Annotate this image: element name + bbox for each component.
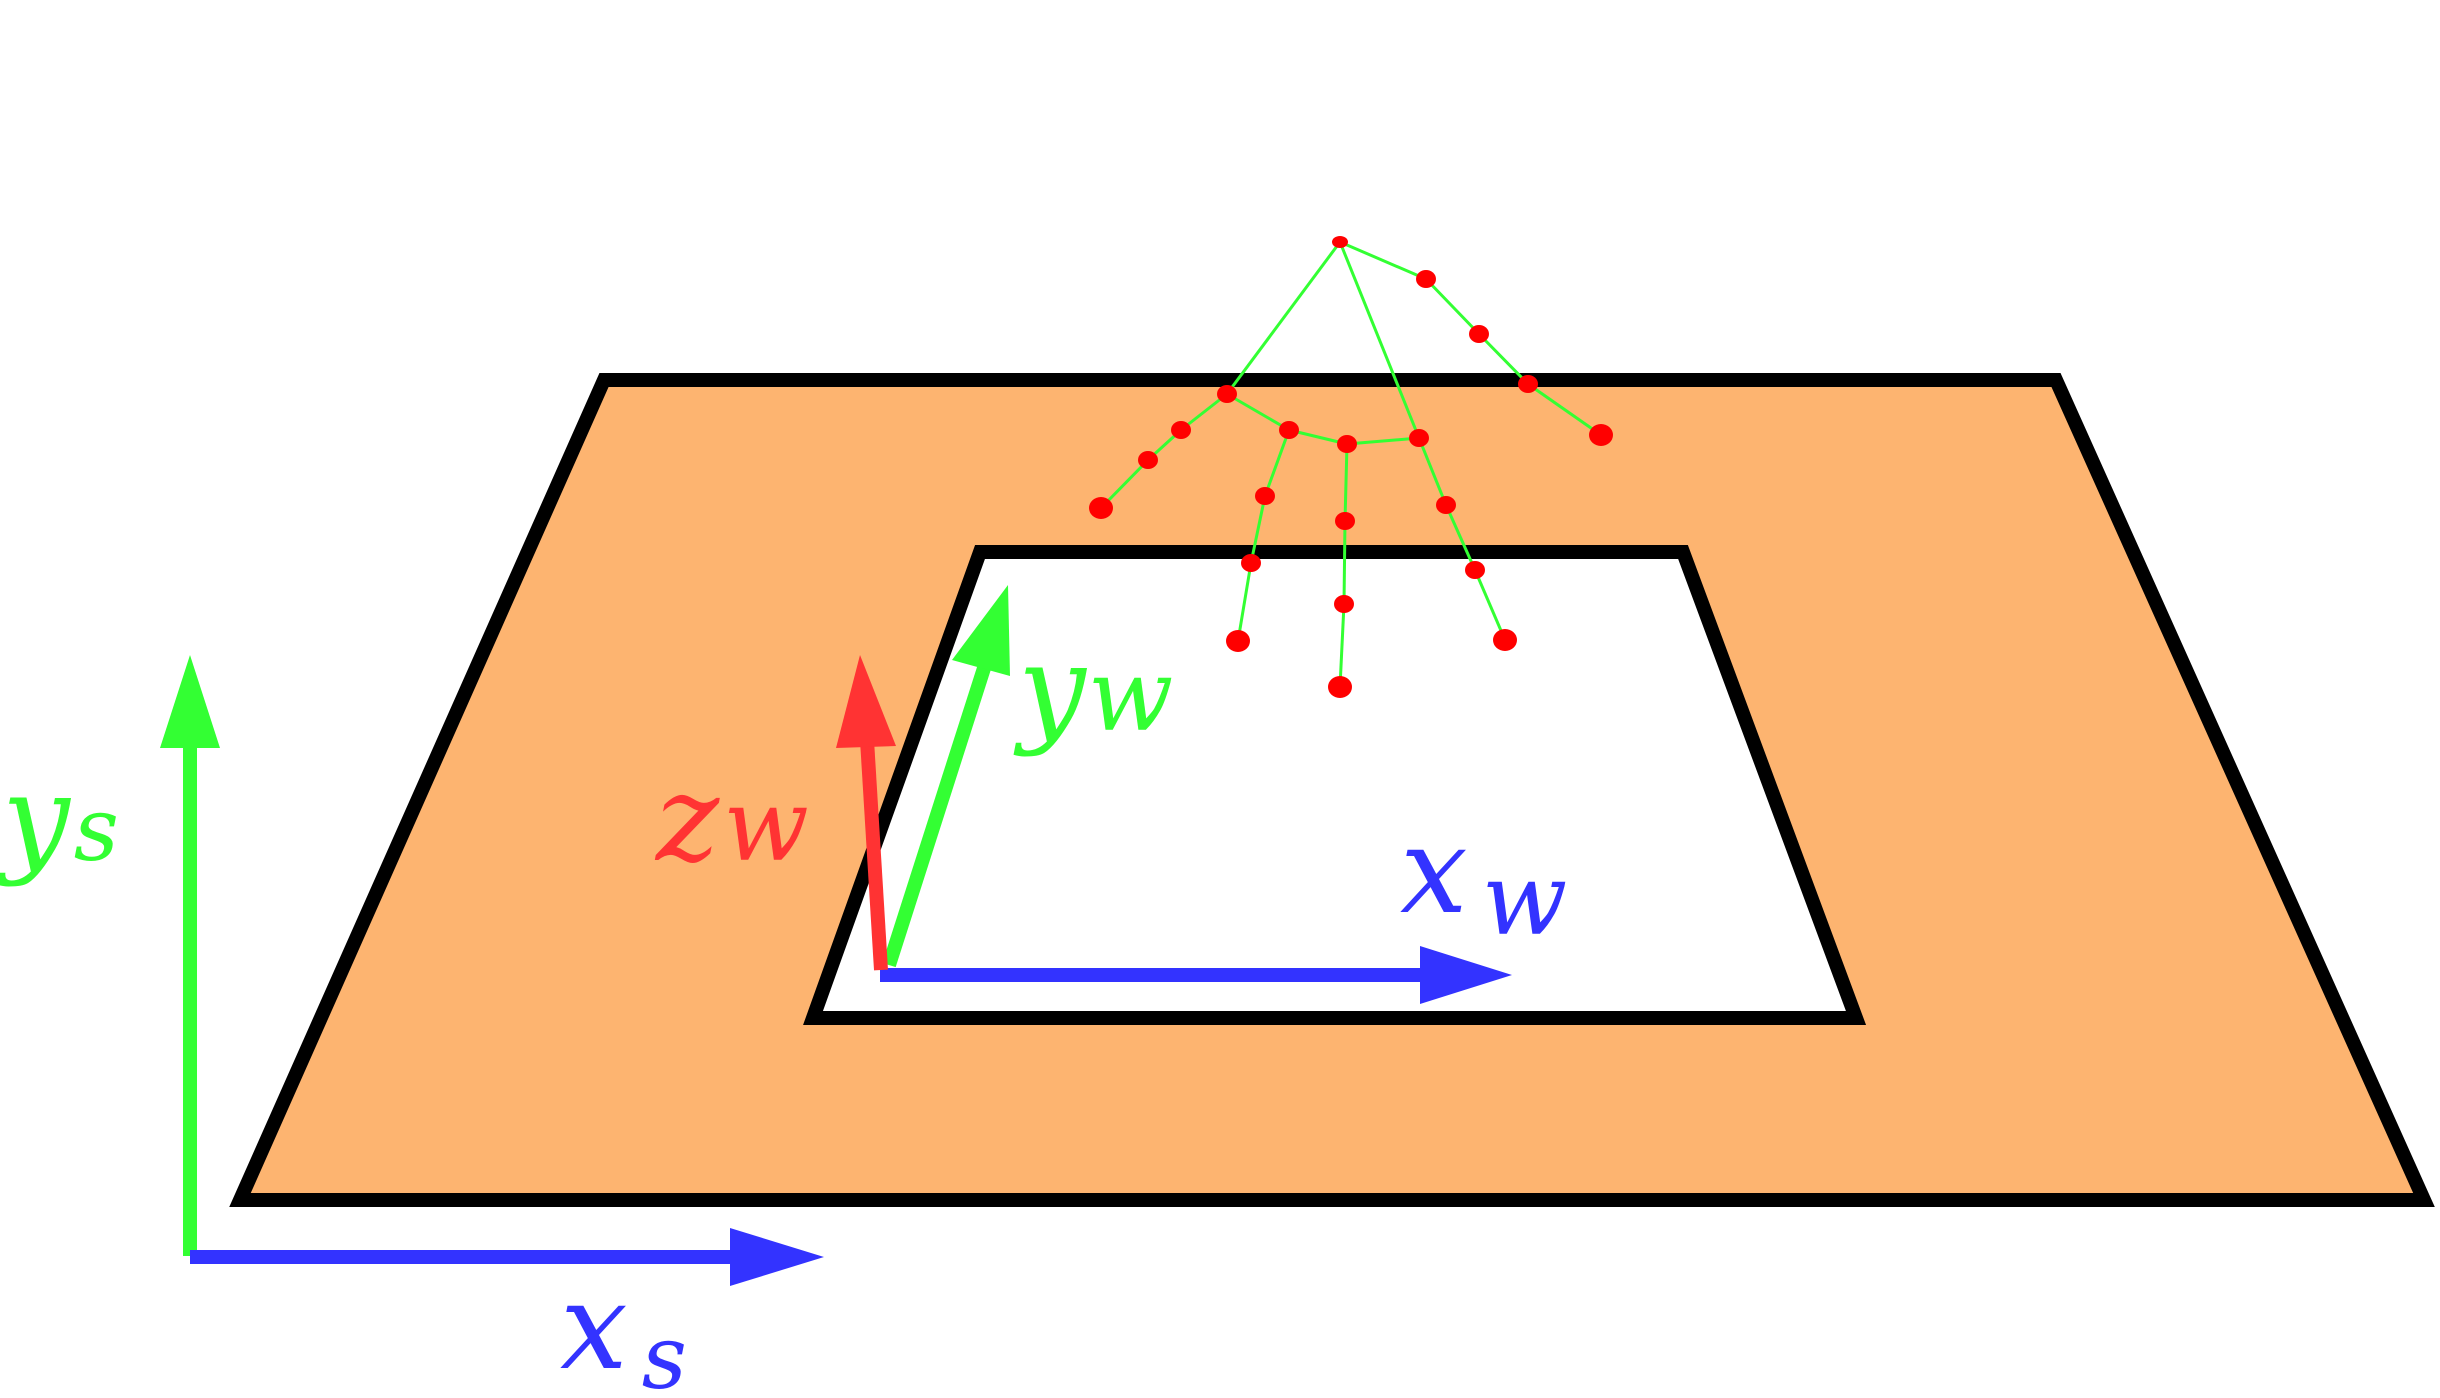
outer-plane-border xyxy=(229,373,2435,1207)
world-z-label-main: z xyxy=(654,750,720,889)
hand-joint xyxy=(1589,424,1613,446)
hand-joints xyxy=(1089,236,1613,698)
hand-joint xyxy=(1241,554,1261,572)
hand-joint xyxy=(1171,421,1191,439)
screen-y-label-main: y xyxy=(0,750,72,889)
hand-bone xyxy=(1339,240,1427,281)
hand-bone xyxy=(1346,436,1420,446)
hand-bone xyxy=(1249,495,1267,564)
world-x-label-sub: w xyxy=(1482,841,1568,958)
hand-bone xyxy=(1288,428,1348,446)
hand-bone xyxy=(1343,443,1349,522)
screen-x-label-sub: s xyxy=(642,1306,687,1398)
hand-joint xyxy=(1416,270,1436,288)
world-y-label: yw xyxy=(1013,620,1173,759)
hand-bone xyxy=(1225,241,1342,395)
world-y-axis-arrowhead xyxy=(952,585,1010,676)
hand-joint xyxy=(1518,375,1538,393)
hand-joint xyxy=(1334,595,1354,613)
hand-joint xyxy=(1332,236,1348,248)
world-z-axis-arrowhead xyxy=(836,655,896,748)
hand-joint xyxy=(1255,487,1275,505)
world-axes xyxy=(836,585,1512,1004)
hand-bone xyxy=(1263,429,1291,497)
world-x-label-main: x xyxy=(1400,802,1468,941)
hand-joint xyxy=(1279,421,1299,439)
hand-joint xyxy=(1217,385,1237,403)
world-z-label: zw xyxy=(654,750,809,889)
screen-y-axis-arrowhead xyxy=(160,655,220,748)
hand-joint xyxy=(1465,561,1485,579)
hand-skeleton xyxy=(1089,236,1613,698)
hand-bone xyxy=(1473,569,1507,641)
hand-joint xyxy=(1337,435,1357,453)
outer-plane xyxy=(240,380,2424,1200)
hand-bone xyxy=(1424,277,1481,336)
inner-window-border xyxy=(803,545,1867,1025)
hand-joint xyxy=(1138,451,1158,469)
world-z-axis-line xyxy=(860,739,888,971)
hand-joint xyxy=(1436,496,1456,514)
screen-x-axis-arrowhead xyxy=(730,1228,824,1286)
hand-joint xyxy=(1335,512,1355,530)
hand-bone xyxy=(1338,241,1421,439)
hand-bone xyxy=(1417,437,1448,506)
world-z-label-sub: w xyxy=(723,767,809,884)
world-y-label-sub: w xyxy=(1088,637,1174,754)
screen-axes xyxy=(160,655,824,1286)
world-x-axis-arrowhead xyxy=(1420,946,1512,1004)
world-y-axis-line xyxy=(882,662,992,968)
hand-bone xyxy=(1180,392,1228,432)
hand-joint xyxy=(1089,497,1113,519)
hand-bone xyxy=(1342,520,1347,605)
hand-bone xyxy=(1444,504,1477,571)
hand-joint xyxy=(1328,676,1352,698)
screen-y-label-sub: s xyxy=(74,778,119,881)
hand-bone xyxy=(1226,392,1290,432)
world-y-label-main: y xyxy=(1013,620,1088,759)
hand-bone xyxy=(1236,562,1253,642)
hand-joint xyxy=(1409,429,1429,447)
hand-bone xyxy=(1338,603,1346,688)
hand-bone xyxy=(1477,332,1530,386)
screen-y-label: ys xyxy=(0,750,119,889)
hand-joint xyxy=(1226,630,1250,652)
screen-x-label-main: x xyxy=(560,1258,628,1397)
hand-joint xyxy=(1469,325,1489,343)
hand-bone xyxy=(1527,382,1602,437)
hand-joint xyxy=(1493,629,1517,651)
